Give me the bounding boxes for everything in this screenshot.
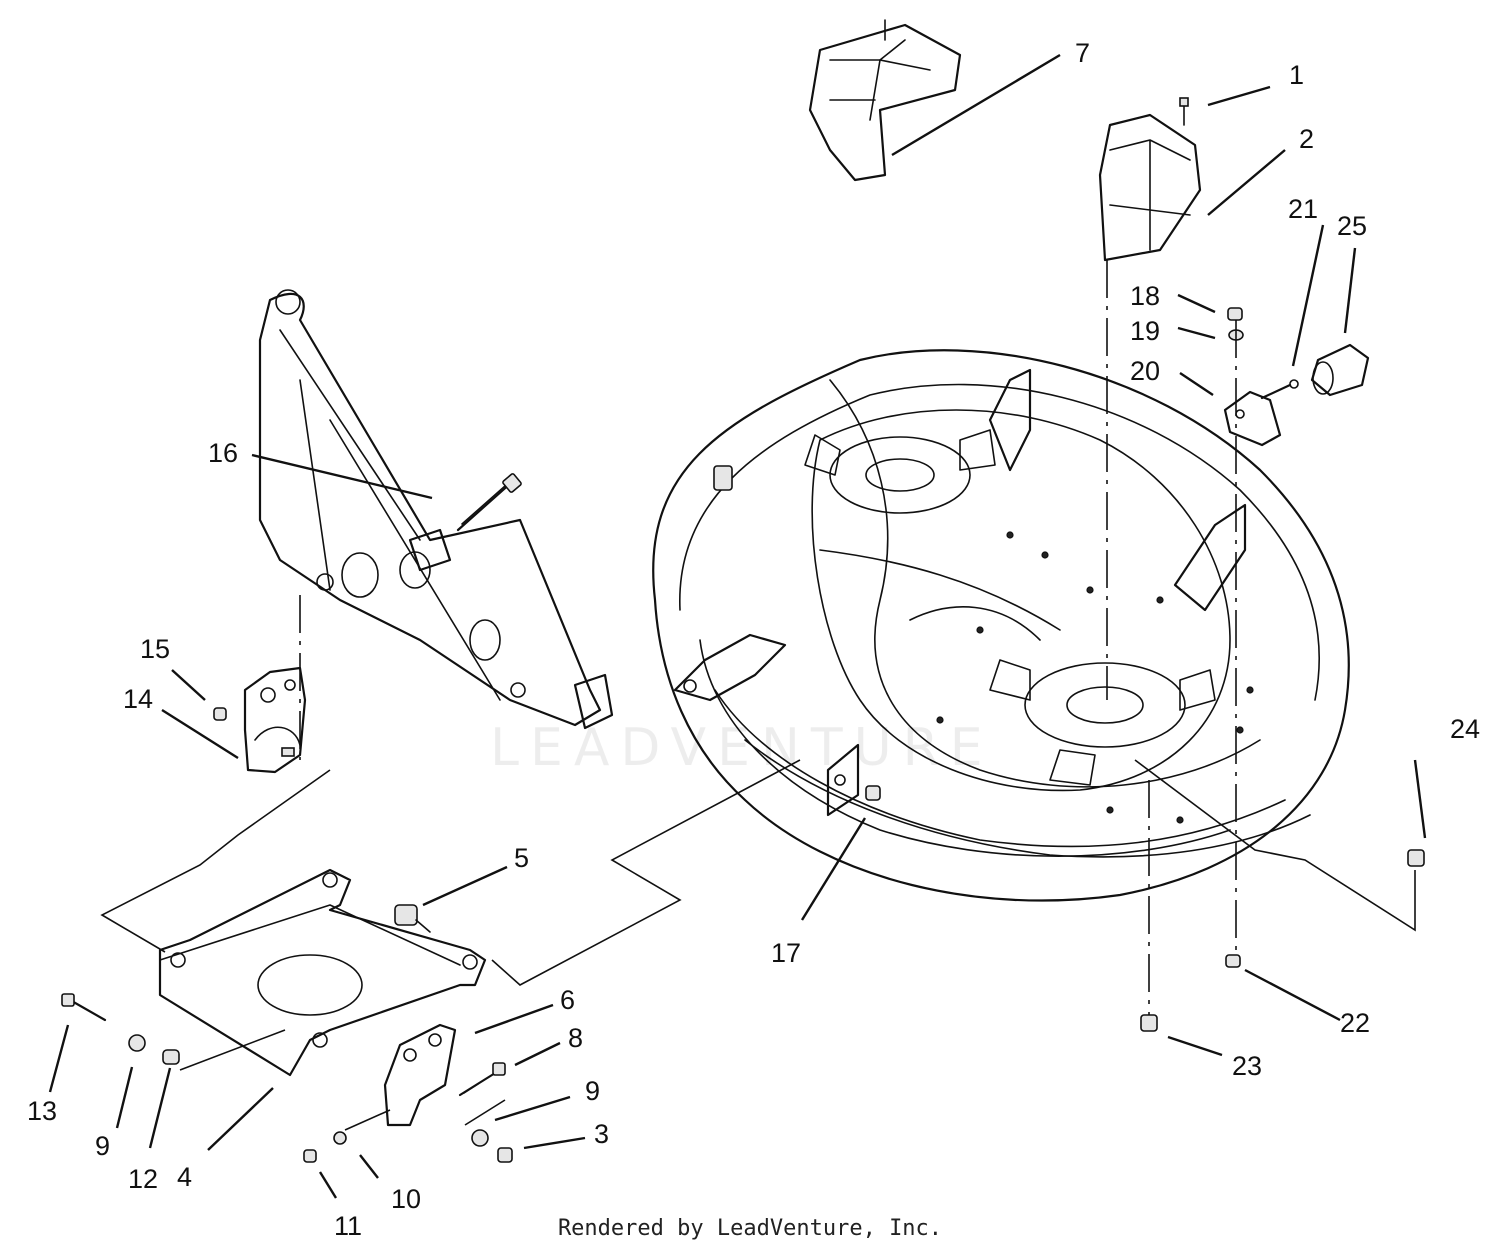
callout-15: 15	[140, 634, 170, 664]
callout-6: 6	[560, 985, 575, 1015]
callout-9-left: 9	[95, 1131, 110, 1161]
callout-20: 20	[1130, 356, 1160, 386]
callout-24: 24	[1450, 714, 1480, 744]
watermark-text: LEADVENTURE	[490, 718, 994, 778]
callout-1: 1	[1289, 60, 1304, 90]
callout-12: 12	[128, 1164, 158, 1194]
assembly-guides	[100, 260, 1416, 1131]
part-7-deflector	[808, 19, 962, 182]
callout-9-right: 9	[585, 1076, 600, 1106]
mower-deck	[652, 349, 1350, 902]
callout-13: 13	[27, 1096, 57, 1126]
callouts: 1 2 3 4 5 6 7 8 9 9 10 11 12 13 14 15 16…	[27, 38, 1480, 1241]
callout-11: 11	[334, 1211, 362, 1241]
callout-8: 8	[568, 1023, 583, 1053]
callout-3: 3	[594, 1119, 609, 1149]
callout-10: 10	[391, 1184, 421, 1214]
part-6-bracket	[61, 993, 513, 1163]
leader-lines	[48, 53, 1427, 1199]
callout-17: 17	[771, 938, 801, 968]
callout-23: 23	[1232, 1051, 1262, 1081]
callout-21: 21	[1288, 194, 1318, 224]
callout-2: 2	[1299, 124, 1314, 154]
callout-16: 16	[208, 438, 238, 468]
callout-14: 14	[123, 684, 153, 714]
part-20-fitting	[1140, 307, 1425, 1032]
part-16-lift-arm	[258, 289, 614, 730]
part-2-deflector	[1098, 97, 1202, 262]
callout-22: 22	[1340, 1008, 1370, 1038]
callout-7: 7	[1075, 38, 1090, 68]
part-4-plate	[158, 868, 487, 1077]
part-14-bracket	[213, 666, 307, 774]
callout-25: 25	[1337, 211, 1367, 241]
callout-19: 19	[1130, 316, 1160, 346]
credit-line: Rendered by LeadVenture, Inc.	[557, 1216, 943, 1241]
callout-5: 5	[514, 843, 529, 873]
callout-4: 4	[177, 1162, 192, 1192]
callout-18: 18	[1130, 281, 1160, 311]
